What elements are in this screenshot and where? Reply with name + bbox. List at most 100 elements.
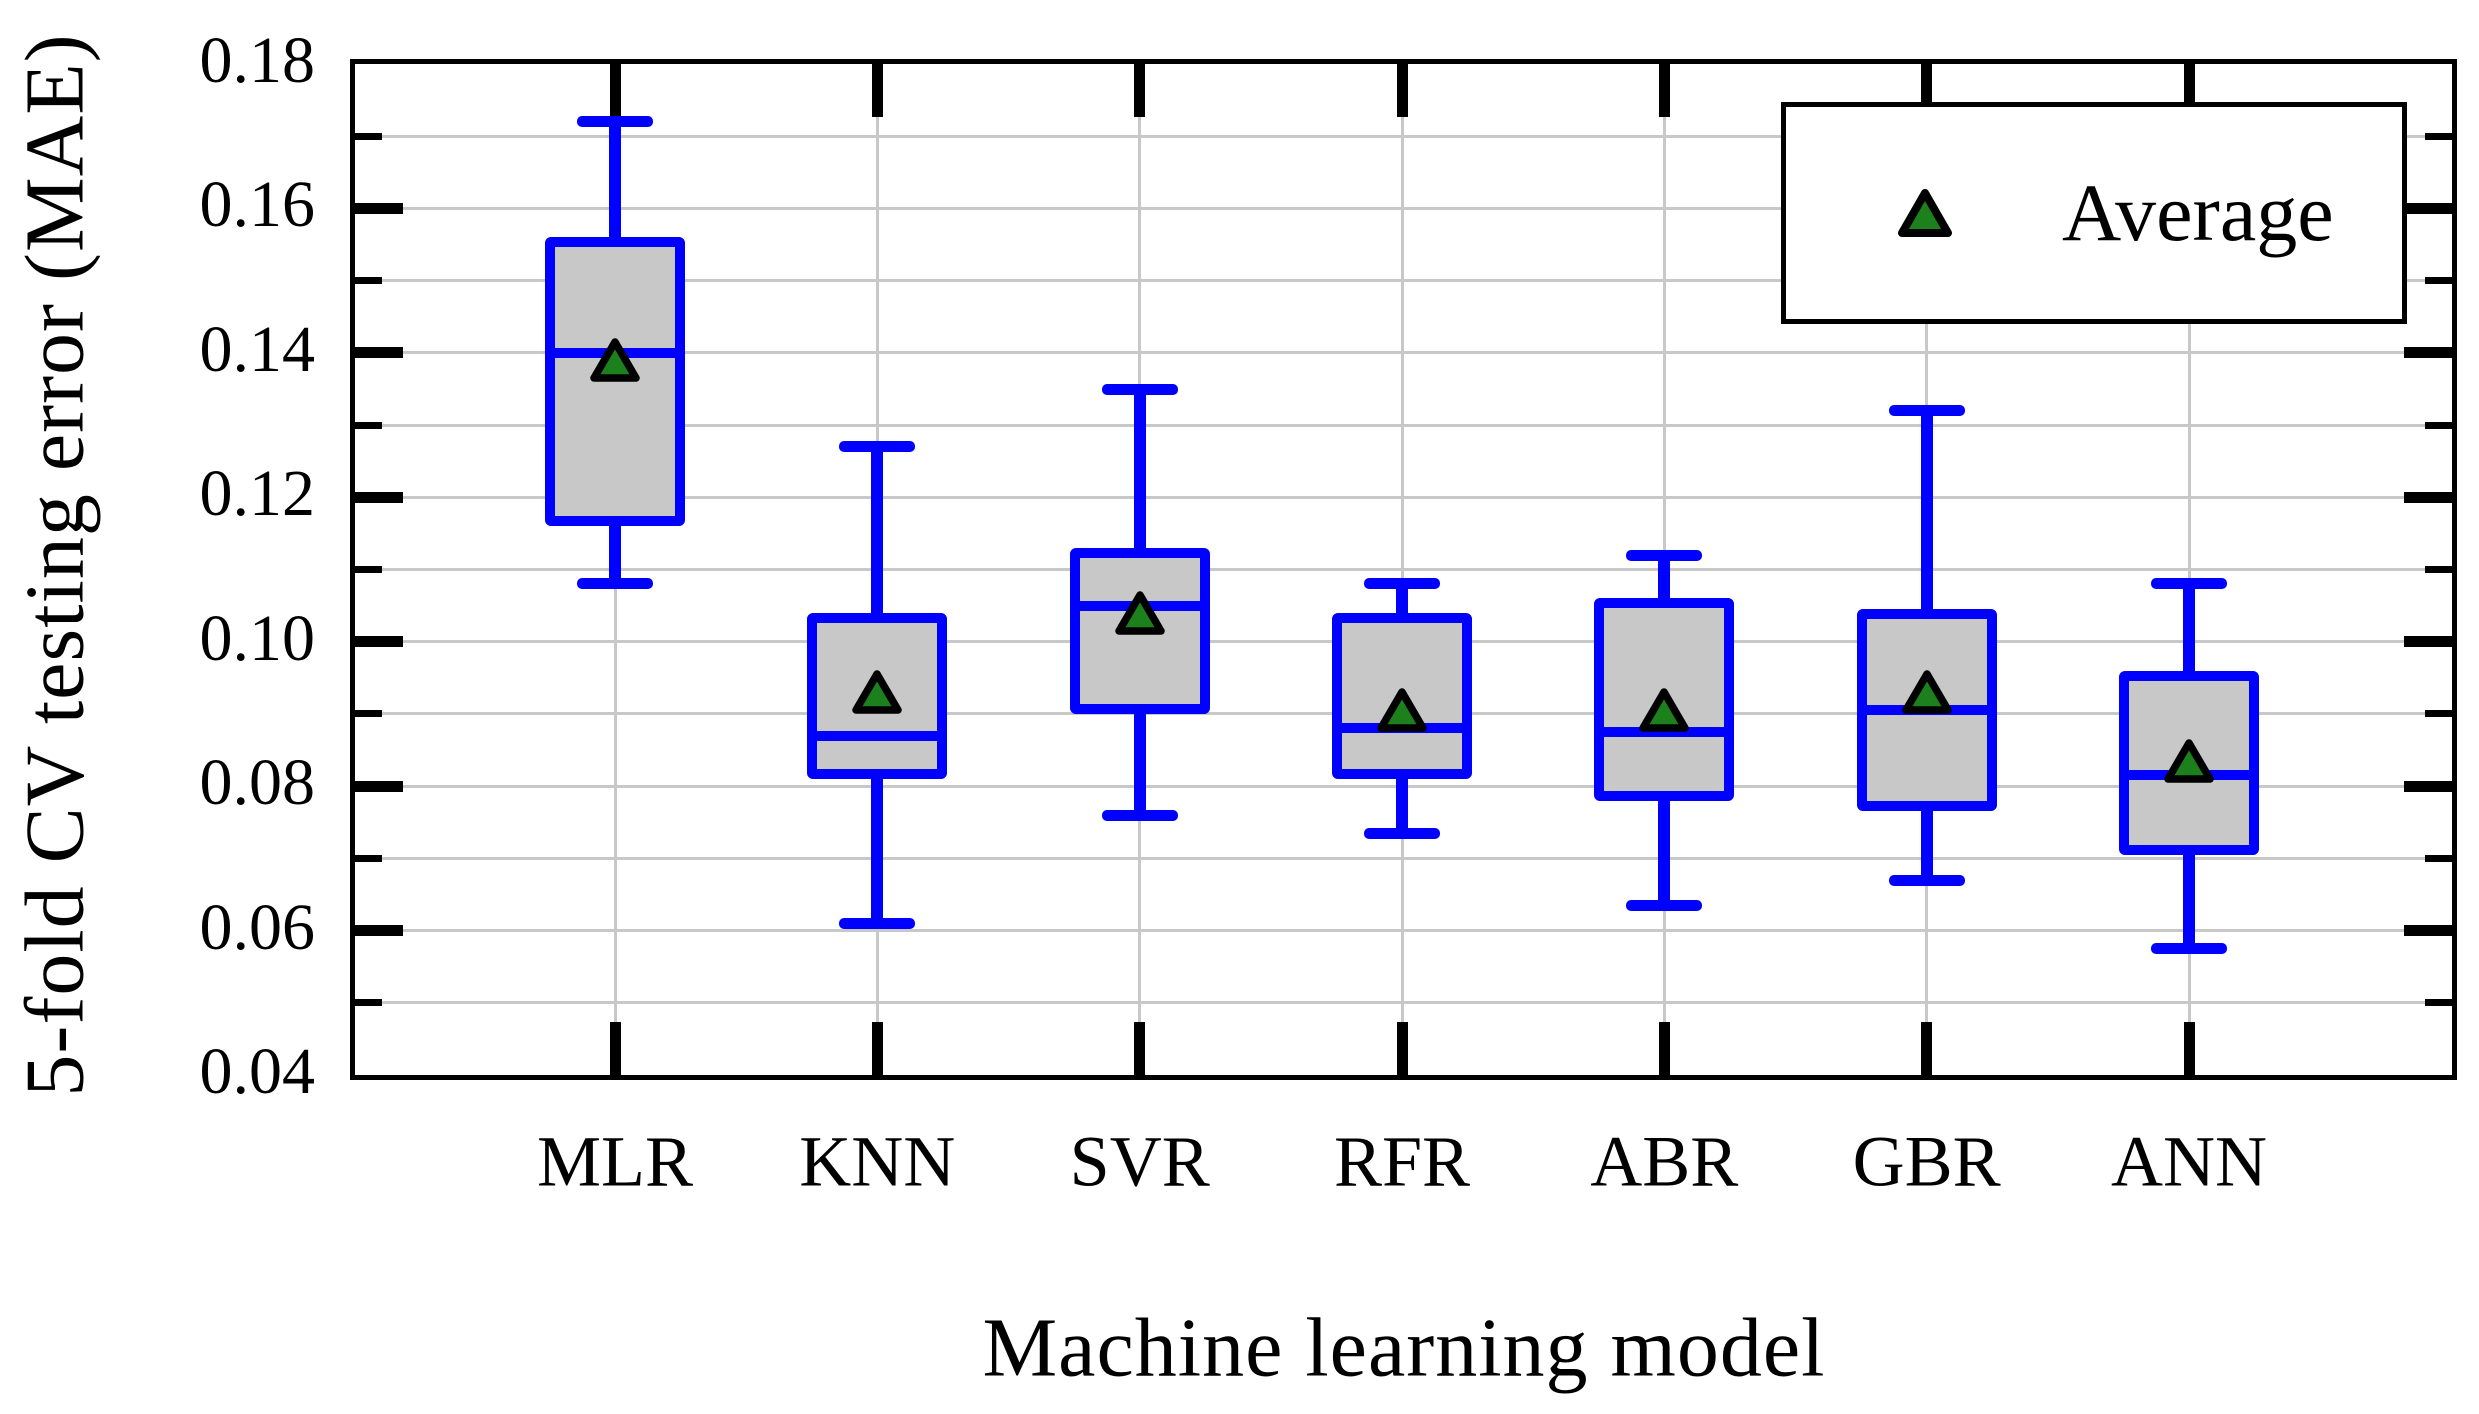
- whisker-cap-upper: [839, 441, 916, 453]
- whisker-lower-stem: [871, 778, 884, 924]
- y-major-tick-left: [355, 491, 403, 503]
- legend-label: Average: [2062, 167, 2334, 258]
- whisker-cap-upper: [2150, 578, 2227, 590]
- y-major-tick-left: [355, 636, 403, 648]
- x-category-tick-top: [1921, 64, 1933, 117]
- gridline-h: [355, 423, 2452, 427]
- whisker-upper-stem: [1133, 389, 1146, 548]
- whisker-cap-upper: [1101, 383, 1178, 395]
- category-label-ABR: ABR: [1590, 1121, 1739, 1202]
- y-tick-label-0.06: 0.06: [199, 890, 316, 964]
- y-major-tick-right: [2404, 202, 2452, 214]
- gridline-h: [355, 856, 2452, 860]
- x-category-tick-bottom: [609, 1022, 621, 1075]
- x-category-tick-bottom: [2183, 1022, 2195, 1075]
- y-minor-tick-left: [355, 421, 382, 429]
- y-major-tick-left: [355, 925, 403, 937]
- whisker-lower-stem: [1658, 800, 1671, 906]
- x-category-tick-top: [1134, 64, 1146, 117]
- y-minor-tick-right: [2425, 999, 2452, 1007]
- whisker-cap-lower: [2150, 943, 2227, 955]
- gridline-h: [355, 351, 2452, 355]
- category-label-SVR: SVR: [1069, 1121, 1210, 1202]
- x-category-tick-bottom: [1658, 1022, 1670, 1075]
- whisker-upper-stem: [1658, 555, 1671, 599]
- gridline-h: [355, 495, 2452, 499]
- legend: Average: [1781, 102, 2407, 324]
- x-category-tick-top: [609, 64, 621, 117]
- category-label-KNN: KNN: [799, 1121, 956, 1202]
- y-major-tick-left: [355, 347, 403, 359]
- x-category-tick-top: [1396, 64, 1408, 117]
- whisker-cap-lower: [1101, 809, 1178, 821]
- y-tick-label-0.14: 0.14: [199, 312, 316, 386]
- y-tick-label-0.12: 0.12: [199, 457, 316, 531]
- median-line: [807, 730, 948, 741]
- category-label-GBR: GBR: [1852, 1121, 2001, 1202]
- category-label-RFR: RFR: [1333, 1121, 1471, 1202]
- x-category-tick-top: [2183, 64, 2195, 117]
- y-major-tick-right: [2404, 780, 2452, 792]
- gridline-v: [2187, 64, 2191, 1075]
- x-axis-title: Machine learning model: [982, 1301, 1826, 1395]
- whisker-lower-stem: [2182, 854, 2195, 949]
- whisker-upper-stem: [871, 446, 884, 613]
- whisker-cap-upper: [1888, 405, 1965, 417]
- y-minor-tick-left: [355, 999, 382, 1007]
- y-tick-label-0.18: 0.18: [199, 23, 316, 97]
- whisker-upper-stem: [2182, 583, 2195, 671]
- average-triangle-icon: [1898, 189, 1952, 237]
- x-category-tick-top: [871, 64, 883, 117]
- x-category-tick-bottom: [1396, 1022, 1408, 1075]
- y-tick-label-0.08: 0.08: [199, 746, 316, 820]
- y-tick-label-0.16: 0.16: [199, 168, 316, 242]
- gridline-h: [355, 1001, 2452, 1005]
- mean-marker-icon: [852, 670, 903, 715]
- plot-area: [350, 59, 2457, 1080]
- y-minor-tick-right: [2425, 421, 2452, 429]
- y-minor-tick-left: [355, 854, 382, 862]
- y-major-tick-left: [355, 202, 403, 214]
- whisker-cap-lower: [839, 917, 916, 929]
- y-major-tick-right: [2404, 347, 2452, 359]
- whisker-cap-upper: [577, 116, 653, 128]
- gridline-h: [355, 134, 2452, 138]
- y-minor-tick-left: [355, 566, 382, 573]
- whisker-lower-stem: [1920, 811, 1933, 880]
- x-category-tick-bottom: [871, 1022, 883, 1075]
- whisker-upper-stem: [609, 121, 621, 238]
- whisker-lower-stem: [1395, 778, 1408, 834]
- gridline-h: [355, 279, 2452, 283]
- whisker-lower-stem: [609, 526, 621, 584]
- y-minor-tick-left: [355, 132, 382, 140]
- whisker-cap-upper: [1363, 578, 1440, 590]
- whisker-upper-stem: [1395, 583, 1408, 613]
- y-minor-tick-right: [2425, 132, 2452, 140]
- category-label-MLR: MLR: [536, 1121, 694, 1202]
- gridline-h: [355, 206, 2452, 210]
- y-minor-tick-left: [355, 277, 382, 285]
- y-tick-label-0.04: 0.04: [199, 1034, 316, 1108]
- y-minor-tick-right: [2425, 710, 2452, 718]
- whisker-cap-lower: [1363, 827, 1440, 839]
- iqr-box: [807, 612, 948, 779]
- whisker-lower-stem: [1133, 713, 1146, 815]
- x-category-tick-top: [1658, 64, 1670, 117]
- category-label-ANN: ANN: [2111, 1121, 2267, 1202]
- gridline-h: [355, 929, 2452, 933]
- x-category-tick-bottom: [1134, 1022, 1146, 1075]
- mean-marker-icon: [1114, 591, 1165, 635]
- whisker-cap-upper: [1626, 549, 1703, 561]
- whisker-cap-lower: [577, 578, 653, 590]
- y-minor-tick-right: [2425, 854, 2452, 862]
- y-major-tick-left: [355, 780, 403, 792]
- y-minor-tick-right: [2425, 277, 2452, 285]
- gridline-v: [1400, 64, 1404, 1075]
- y-major-tick-right: [2404, 491, 2452, 503]
- whisker-cap-lower: [1626, 899, 1703, 911]
- y-major-tick-right: [2404, 636, 2452, 648]
- whisker-upper-stem: [1920, 410, 1933, 610]
- gridline-h: [355, 568, 2452, 571]
- whisker-cap-lower: [1888, 874, 1965, 886]
- y-minor-tick-right: [2425, 566, 2452, 573]
